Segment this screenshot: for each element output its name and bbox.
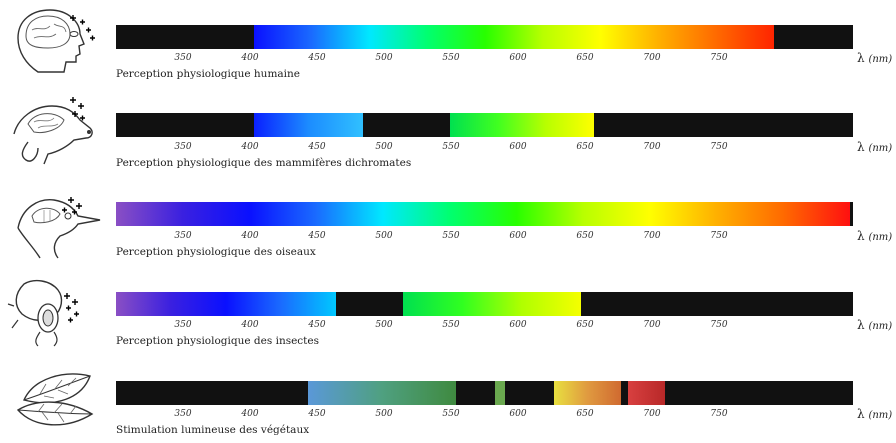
wavelength-ticks: 350 400 450 500 550 600 650 700 750 [116, 320, 853, 334]
spectrum-segment [594, 113, 853, 137]
row-caption: Perception physiologique des oiseaux [116, 246, 316, 258]
tick-label: 350 [174, 231, 192, 241]
tick-label: 450 [308, 320, 326, 330]
tick-label: 550 [442, 231, 460, 241]
human-head-icon [4, 4, 104, 76]
spectrum-segment [850, 202, 853, 226]
tick-label: 450 [308, 409, 326, 419]
spectrum-segment [456, 381, 496, 405]
wavelength-unit: λ (nm) [857, 318, 893, 332]
row-insects: 350 400 450 500 550 600 650 700 750 λ (nm) Perce… [0, 0, 896, 347]
tick-label: 400 [241, 231, 259, 241]
spectrum-segment [116, 202, 851, 226]
tick-label: 400 [241, 53, 259, 63]
tick-label: 550 [442, 53, 460, 63]
tick-label: 750 [710, 53, 728, 63]
tick-label: 750 [710, 142, 728, 152]
spectrum-segment [335, 292, 403, 316]
spectrum-segment [580, 292, 853, 316]
tick-label: 750 [710, 320, 728, 330]
row-caption: Perception physiologique humaine [116, 68, 300, 80]
tick-label: 750 [710, 409, 728, 419]
row-birds: 350 400 450 500 550 600 650 700 750 λ (nm) Perce… [0, 0, 896, 259]
tick-label: 600 [509, 409, 527, 419]
tick-label: 600 [509, 142, 527, 152]
tick-label: 400 [241, 320, 259, 330]
spectrum-bar [116, 292, 853, 316]
spectrum-segment [254, 113, 363, 137]
tick-label: 750 [710, 231, 728, 241]
tick-label: 700 [643, 320, 661, 330]
spectrum-segment [504, 381, 555, 405]
spectrum-segment [621, 381, 628, 405]
row-caption: Perception physiologique des mammifères … [116, 157, 412, 169]
spectrum-segment [554, 381, 622, 405]
bird-head-icon [4, 188, 104, 260]
spectrum-bar [116, 25, 853, 49]
spectrum-segment [773, 25, 853, 49]
tick-label: 450 [308, 142, 326, 152]
tick-label: 500 [375, 320, 393, 330]
tick-label: 350 [174, 409, 192, 419]
wavelength-ticks: 350 400 450 500 550 600 650 700 750 [116, 231, 853, 245]
row-caption: Stimulation lumineuse des végétaux [116, 424, 310, 436]
spectrum-segment [307, 381, 457, 405]
insect-head-icon [4, 276, 104, 348]
tick-label: 550 [442, 409, 460, 419]
leaves-icon [4, 364, 104, 436]
tick-label: 450 [308, 53, 326, 63]
spectrum-segment [116, 113, 255, 137]
row-human: 350 400 450 500 550 600 650 700 750 λ (nm) Perce… [0, 0, 896, 88]
dog-head-icon [4, 94, 104, 166]
tick-label: 400 [241, 409, 259, 419]
tick-label: 700 [643, 231, 661, 241]
wavelength-unit: λ (nm) [857, 51, 893, 65]
spectrum-segment [116, 25, 255, 49]
tick-label: 350 [174, 53, 192, 63]
spectrum-bar [116, 381, 853, 405]
tick-label: 450 [308, 231, 326, 241]
tick-label: 700 [643, 409, 661, 419]
tick-label: 650 [576, 409, 594, 419]
tick-label: 500 [375, 142, 393, 152]
spectrum-bar [116, 202, 853, 226]
tick-label: 650 [576, 53, 594, 63]
tick-label: 400 [241, 142, 259, 152]
wavelength-ticks: 350 400 450 500 550 600 650 700 750 [116, 53, 853, 67]
wavelength-ticks: 350 400 450 500 550 600 650 700 750 [116, 142, 853, 156]
tick-label: 700 [643, 53, 661, 63]
tick-label: 500 [375, 409, 393, 419]
tick-label: 550 [442, 320, 460, 330]
tick-label: 600 [509, 320, 527, 330]
tick-label: 500 [375, 231, 393, 241]
spectrum-bar [116, 113, 853, 137]
tick-label: 700 [643, 142, 661, 152]
wavelength-ticks: 350 400 450 500 550 600 650 700 750 [116, 409, 853, 423]
tick-label: 350 [174, 142, 192, 152]
tick-label: 600 [509, 231, 527, 241]
spectrum-segment [402, 292, 581, 316]
spectrum-segment [362, 113, 450, 137]
tick-label: 500 [375, 53, 393, 63]
tick-label: 600 [509, 53, 527, 63]
spectrum-segment [495, 381, 505, 405]
row-dichromate-mammals: 350 400 450 500 550 600 650 700 750 λ (nm) Perce… [0, 0, 896, 169]
spectrum-segment [116, 381, 308, 405]
wavelength-unit: λ (nm) [857, 140, 893, 154]
row-caption: Perception physiologique des insectes [116, 335, 320, 347]
tick-label: 650 [576, 142, 594, 152]
tick-label: 350 [174, 320, 192, 330]
wavelength-unit: λ (nm) [857, 229, 893, 243]
spectrum-segment [627, 381, 666, 405]
spectrum-segment [254, 25, 774, 49]
tick-label: 650 [576, 320, 594, 330]
spectrum-segment [116, 292, 336, 316]
tick-label: 550 [442, 142, 460, 152]
wavelength-unit: λ (nm) [857, 407, 893, 421]
tick-label: 650 [576, 231, 594, 241]
spectrum-segment [665, 381, 853, 405]
spectrum-segment [449, 113, 595, 137]
